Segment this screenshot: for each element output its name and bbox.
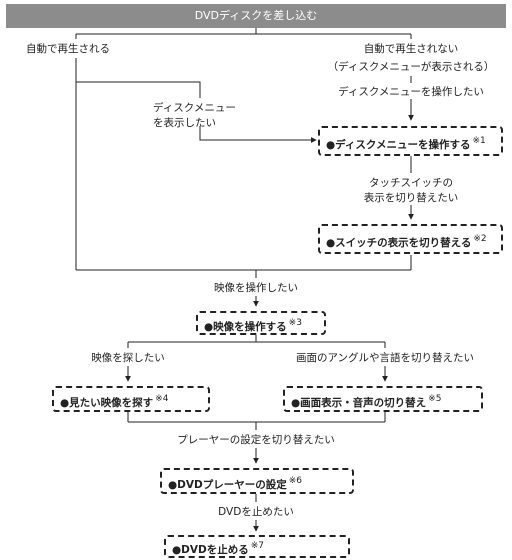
note-mark: ※6 xyxy=(288,476,303,486)
label-menu-displayed: （ディスクメニューが表示される） xyxy=(327,61,495,73)
box-text: ●DVDプレーヤーの設定 xyxy=(168,479,287,491)
label-stop-dvd: DVDを止めたい xyxy=(218,506,294,518)
box-search-video: ●見たい映像を探す※4 xyxy=(52,386,210,412)
label-operate-menu-wish: ディスクメニューを操作したい xyxy=(338,86,484,98)
note-mark: ※2 xyxy=(473,234,487,244)
box-stop-dvd: ●DVDを止める※7 xyxy=(164,535,350,558)
box-text: ●DVDを止める xyxy=(172,544,249,556)
box-dvd-player-settings: ●DVDプレーヤーの設定※6 xyxy=(160,468,354,494)
label-player-settings: プレーヤーの設定を切り替えたい xyxy=(177,434,335,446)
note-mark: ※3 xyxy=(288,318,302,328)
label-switch-display-1: タッチスイッチの xyxy=(369,177,453,189)
box-operate-video: ●映像を操作する※3 xyxy=(196,311,326,335)
box-switch-display: ●スイッチの表示を切り替える※2 xyxy=(318,224,503,254)
note-mark: ※7 xyxy=(250,541,265,551)
label-show-menu-2: を表示したい xyxy=(153,117,216,129)
label-angle-language: 画面のアングルや言語を切り替えたい xyxy=(295,352,475,364)
label-auto-play: 自動で再生される xyxy=(26,43,110,55)
label-search-video: 映像を探したい xyxy=(91,352,165,364)
box-text: ●画面表示・音声の切り替え xyxy=(291,397,427,409)
box-text: ●スイッチの表示を切り替える xyxy=(326,237,472,249)
note-mark: ※1 xyxy=(472,136,486,146)
box-display-audio-switch: ●画面表示・音声の切り替え※5 xyxy=(283,386,483,412)
box-text: ●映像を操作する xyxy=(204,321,287,333)
label-operate-video: 映像を操作したい xyxy=(214,282,298,294)
box-text: ●ディスクメニューを操作する xyxy=(326,139,471,151)
box-text: ●見たい映像を探す xyxy=(60,397,154,409)
label-switch-display-2: 表示を切り替えたい xyxy=(363,192,459,204)
note-mark: ※5 xyxy=(428,394,442,404)
label-show-menu-1: ディスクメニュー xyxy=(153,102,236,114)
insert-dvd-header: DVDディスクを差し込む xyxy=(6,4,506,28)
box-operate-disc-menu: ●ディスクメニューを操作する※1 xyxy=(318,126,503,156)
label-no-auto-play: 自動で再生されない xyxy=(363,43,459,55)
note-mark: ※4 xyxy=(155,394,169,404)
